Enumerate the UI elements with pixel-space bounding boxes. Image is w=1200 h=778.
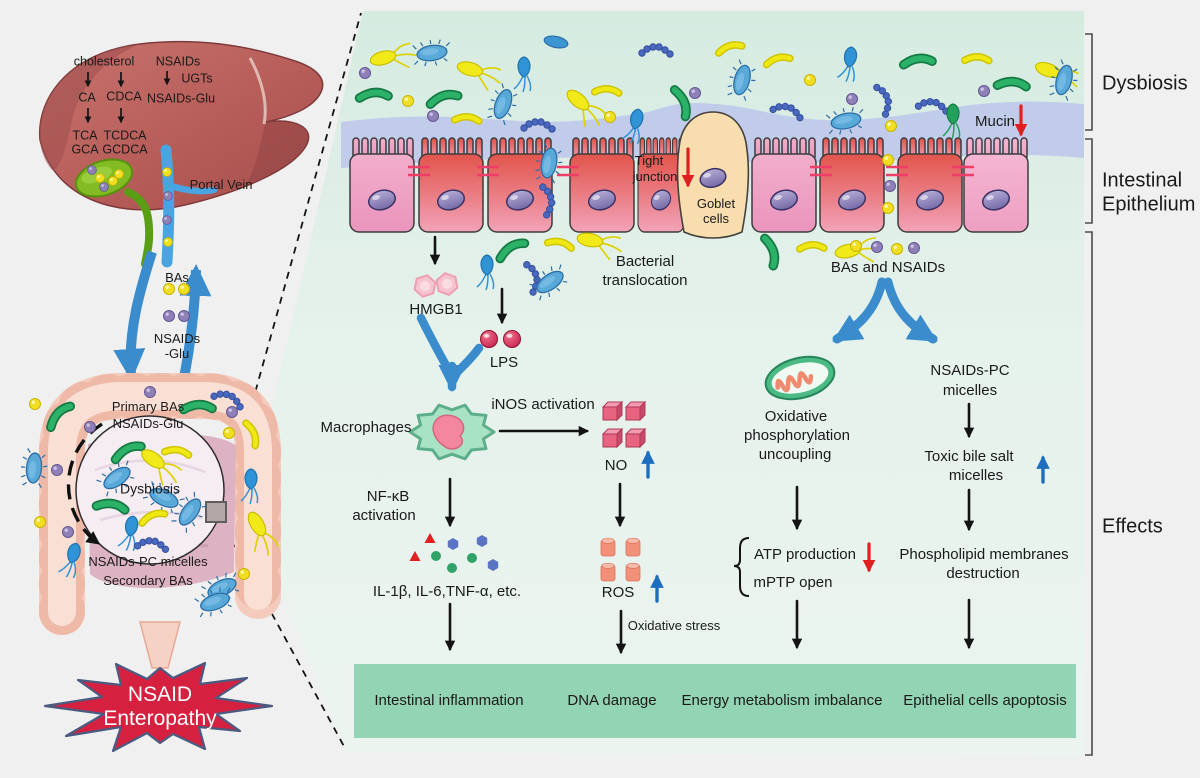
portal-vein-label: Portal Vein	[189, 177, 253, 193]
epithelial-cell	[418, 137, 484, 233]
pathway-arrows	[429, 235, 975, 655]
phospholipid-label-2: destruction	[946, 565, 1020, 583]
decrease-arrows	[681, 104, 1028, 573]
nsaids-pc-label-1: NSAIDs-PC	[930, 362, 1010, 380]
section-label-dysbiosis: Dysbiosis	[1102, 72, 1188, 95]
liver-cholesterol-label: cholesterol	[73, 54, 135, 69]
liver-cdca-label: CDCA	[106, 89, 142, 104]
oxphos-label-1: Oxidative	[764, 408, 828, 426]
outcome-epithelial-apoptosis: Epithelial cells apoptosis	[903, 692, 1067, 710]
section-label-effects: Effects	[1102, 515, 1163, 538]
dysbiosis-progression-arrow	[66, 422, 103, 545]
dysbiosis-bracket	[1085, 33, 1093, 131]
tight-junction-marks	[408, 165, 974, 177]
intestine-illustration	[18, 373, 281, 669]
outcomes-bar	[354, 664, 1076, 738]
goblet-cell	[676, 111, 750, 239]
tight-junction-label-2: junction	[632, 169, 678, 185]
liver-tcdca-label: TCDCA	[103, 128, 147, 143]
macrophages-label: Macrophages	[320, 419, 412, 437]
increase-arrows	[641, 450, 1050, 603]
goblet-cells-label-2: cells	[702, 211, 730, 227]
ros-label: ROS	[601, 584, 635, 602]
epithelial-cell	[569, 137, 635, 233]
section-label-intestinal: Intestinal	[1102, 169, 1183, 192]
toxic-bile-salt-label-2: micelles	[948, 467, 1004, 485]
zoom-region-square	[205, 501, 227, 523]
phospholipid-label-1: Phospholipid membranes	[899, 546, 1069, 564]
star-title-line2: Enteropathy	[103, 706, 217, 730]
nsaids-glu-label-2: -Glu	[164, 346, 190, 362]
epithelial-cell	[819, 137, 885, 233]
secondary-bas-label: Secondary BAs	[103, 573, 193, 589]
nsaids-glu-label-1: NSAIDs	[153, 331, 201, 347]
atp-production-label: ATP production	[753, 546, 857, 564]
outcome-energy-metabolism: Energy metabolism imbalance	[681, 692, 883, 710]
nsaid-glu-dot-icon	[163, 310, 175, 322]
liver-tca-label: TCA	[72, 128, 98, 143]
liver-illustration	[39, 40, 324, 268]
nfkb-label-1: NF-κB	[366, 488, 410, 506]
epithelial-cell	[349, 137, 415, 233]
epithelium-row	[349, 111, 1029, 239]
nsaid-enteropathy-starburst	[43, 661, 274, 753]
epithelial-cell	[963, 137, 1029, 233]
outcome-dna-damage: DNA damage	[567, 692, 657, 710]
inos-activation-label: iNOS activation	[491, 396, 595, 414]
goblet-cells-label-1: Goblet	[696, 196, 736, 212]
bacterial-translocation-label-2: translocation	[602, 272, 688, 290]
primary-bas-label: Primary BAs	[111, 399, 185, 415]
rectum	[139, 621, 181, 669]
epithelial-cell	[751, 137, 817, 233]
mucin-label: Mucin	[974, 113, 1016, 131]
liver-ugts-label: UGTs	[181, 71, 213, 86]
epithelium-bracket	[1085, 138, 1093, 224]
oxidative-stress-label: Oxidative stress	[627, 618, 721, 634]
portal-vein-vessel	[160, 144, 175, 268]
tight-junction-label-1: Tight	[634, 153, 664, 169]
liver-nsaids-label: NSAIDs	[155, 54, 201, 69]
bacterial-translocation-label-1: Bacterial	[615, 253, 675, 271]
bas-nsaids-split-arrow	[832, 277, 938, 344]
nfkb-label-2: activation	[352, 507, 416, 525]
epithelial-cell	[897, 137, 963, 233]
oxphos-label-3: uncoupling	[758, 446, 832, 464]
liver-to-gut-arrow	[113, 250, 157, 381]
dysbiosis-circle-label: Dysbiosis	[120, 480, 180, 497]
liver-ca-label: CA	[78, 90, 96, 105]
no-label: NO	[604, 457, 628, 475]
liver-gca-label: GCA	[71, 142, 99, 157]
section-label-epithelium: Epithelium	[1102, 193, 1196, 216]
primary-nsaids-glu-label: NSAIDs-Glu	[112, 416, 184, 432]
nsaid-glu-dot-icon	[178, 310, 190, 322]
mptp-open-label: mPTP open	[753, 574, 833, 592]
section-brackets	[1085, 33, 1093, 756]
liver-gcdca-label: GCDCA	[102, 142, 148, 157]
activation-merge-arrow	[416, 313, 484, 393]
atp-mptp-brace	[733, 537, 750, 597]
toxic-bile-salt-label-1: Toxic bile salt	[924, 448, 1014, 466]
liver-nsaids-glu-label: NSAIDs-Glu	[146, 91, 216, 106]
liver-pathway-arrows	[84, 71, 171, 124]
bas-and-nsaids-label: BAs and NSAIDs	[830, 259, 946, 277]
bas-label: BAs	[165, 270, 189, 286]
oxphos-label-2: phosphorylation	[744, 427, 850, 445]
macrophage-cell	[408, 403, 496, 461]
cytokines-label: IL-1β, IL-6,TNF-α, etc.	[372, 583, 522, 601]
outcome-intestinal-inflammation: Intestinal inflammation	[374, 692, 524, 710]
star-title-line1: NSAID	[127, 682, 193, 706]
effects-bracket	[1085, 231, 1093, 756]
lps-label: LPS	[489, 354, 519, 372]
nsaids-pc-label-2: micelles	[942, 382, 998, 400]
nsaids-pc-micelles-label: NSAIDs-PC micelles	[88, 554, 208, 570]
hmgb1-label: HMGB1	[409, 301, 463, 319]
